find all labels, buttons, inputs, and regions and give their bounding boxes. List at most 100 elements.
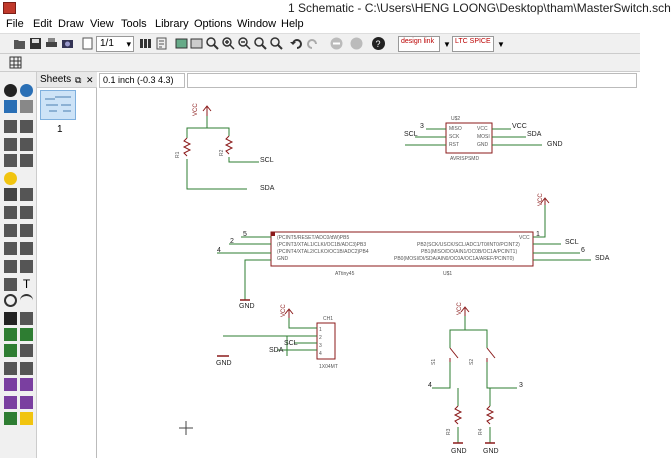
erc-run-icon[interactable] <box>4 412 17 425</box>
gate-icon[interactable] <box>20 206 33 219</box>
net-4-label: 4 <box>428 382 432 389</box>
svg-text:VCC: VCC <box>457 302 463 315</box>
copy-icon[interactable] <box>20 120 33 133</box>
crosshair-cursor <box>179 421 193 435</box>
help-icon[interactable]: ? <box>371 36 386 51</box>
svg-text:CH1: CH1 <box>323 316 333 322</box>
module-icon[interactable] <box>20 378 33 391</box>
menu-tools[interactable]: Tools <box>121 18 147 30</box>
gnd-label: GND <box>547 141 563 148</box>
group-icon[interactable] <box>4 154 17 167</box>
mirror-icon[interactable] <box>4 138 17 151</box>
warning-icon[interactable] <box>20 412 33 425</box>
net-icon[interactable] <box>20 328 33 341</box>
attribute-icon[interactable] <box>4 362 17 375</box>
add-icon[interactable] <box>20 188 33 201</box>
change-icon[interactable] <box>20 154 33 167</box>
r3-label: R3 <box>446 428 452 435</box>
design-link-button[interactable]: design link <box>398 36 440 52</box>
value-icon[interactable] <box>20 224 33 237</box>
bus-icon[interactable] <box>4 328 17 341</box>
port-icon[interactable] <box>4 396 17 409</box>
dimension-icon[interactable] <box>20 362 33 375</box>
info-icon[interactable] <box>4 84 17 97</box>
chevron-down-icon[interactable]: ▼ <box>443 40 451 49</box>
menu-library[interactable]: Library <box>155 18 189 30</box>
miter-icon[interactable] <box>20 242 33 255</box>
svg-text:2: 2 <box>319 335 322 341</box>
rect-icon[interactable] <box>4 312 17 325</box>
schematic-canvas[interactable]: VCC R1 R2 SCL SDA U$2 MISO SCK RST VCC M… <box>99 90 640 458</box>
menu-edit[interactable]: Edit <box>33 18 52 30</box>
frame-icon[interactable] <box>4 378 17 391</box>
sheet-select[interactable]: 1/1 <box>96 36 134 52</box>
net-3-label: 3 <box>420 123 424 130</box>
close-icon[interactable]: ✕ <box>86 75 94 85</box>
go-icon[interactable] <box>349 36 364 51</box>
net-3-label: 3 <box>519 382 523 389</box>
menu-help[interactable]: Help <box>281 18 304 30</box>
polygon-icon[interactable] <box>20 312 33 325</box>
label-icon[interactable] <box>20 344 33 357</box>
zoom-in-icon[interactable] <box>221 36 236 51</box>
resistor-r1 <box>182 137 192 157</box>
use-lib-icon[interactable] <box>138 36 153 51</box>
open-icon[interactable] <box>12 36 27 51</box>
display-icon[interactable] <box>4 100 17 113</box>
wire-icon[interactable] <box>4 278 17 291</box>
wire <box>449 316 488 348</box>
print-icon[interactable] <box>44 36 59 51</box>
smash-icon[interactable] <box>4 242 17 255</box>
menu-draw[interactable]: Draw <box>58 18 84 30</box>
menu-view[interactable]: View <box>90 18 114 30</box>
redo-icon[interactable] <box>305 36 320 51</box>
wire <box>277 318 317 351</box>
show-icon[interactable] <box>20 84 33 97</box>
wire <box>457 427 491 443</box>
mark-icon[interactable] <box>20 100 33 113</box>
header-part: CH1 1 2 3 4 1X04MT <box>316 316 338 370</box>
zoom-select-icon[interactable] <box>269 36 284 51</box>
move-icon[interactable] <box>4 120 17 133</box>
gnd-label: GND <box>239 303 255 310</box>
script-icon[interactable] <box>154 36 169 51</box>
window-title: 1 Schematic - C:\Users\HENG LOONG\Deskto… <box>288 1 671 15</box>
optimize-icon[interactable] <box>20 260 33 273</box>
sheets-header: Sheets ⧉ ✕ <box>37 72 97 88</box>
save-icon[interactable] <box>28 36 43 51</box>
sheet-icon[interactable] <box>80 36 95 51</box>
float-icon[interactable]: ⧉ <box>75 75 82 85</box>
command-line-input[interactable] <box>187 73 637 88</box>
grid-icon[interactable] <box>8 55 23 70</box>
gnd-label: GND <box>216 360 232 367</box>
stop-icon[interactable] <box>329 36 344 51</box>
menu-window[interactable]: Window <box>237 18 277 30</box>
replace-icon[interactable] <box>4 206 17 219</box>
erc-icon[interactable] <box>189 36 204 51</box>
text-icon[interactable]: T <box>22 277 31 291</box>
junction-icon[interactable] <box>4 344 17 357</box>
cam-icon[interactable] <box>60 36 75 51</box>
undo-icon[interactable] <box>289 36 304 51</box>
board-icon[interactable] <box>174 36 189 51</box>
menu-options[interactable]: Options <box>194 18 232 30</box>
net-4-label: 4 <box>217 247 221 254</box>
zoom-out-icon[interactable] <box>237 36 252 51</box>
ripup-icon[interactable] <box>20 396 33 409</box>
sheet-thumbnail[interactable] <box>40 90 76 120</box>
r2-label: R2 <box>219 149 225 156</box>
circle-icon[interactable] <box>4 294 17 307</box>
paste-icon[interactable] <box>4 172 17 185</box>
resistor-r2 <box>224 135 234 155</box>
split-icon[interactable] <box>4 260 17 273</box>
chevron-down-icon[interactable]: ▼ <box>497 40 505 49</box>
ltc-spice-button[interactable]: LTC SPICE <box>452 36 494 52</box>
svg-text:ATtiny45: ATtiny45 <box>335 271 355 277</box>
arc-icon[interactable] <box>20 294 33 307</box>
rotate-icon[interactable] <box>20 138 33 151</box>
delete-icon[interactable] <box>4 188 17 201</box>
menu-file[interactable]: File <box>6 18 24 30</box>
zoom-redraw-icon[interactable] <box>253 36 268 51</box>
zoom-fit-icon[interactable] <box>205 36 220 51</box>
name-icon[interactable] <box>4 224 17 237</box>
